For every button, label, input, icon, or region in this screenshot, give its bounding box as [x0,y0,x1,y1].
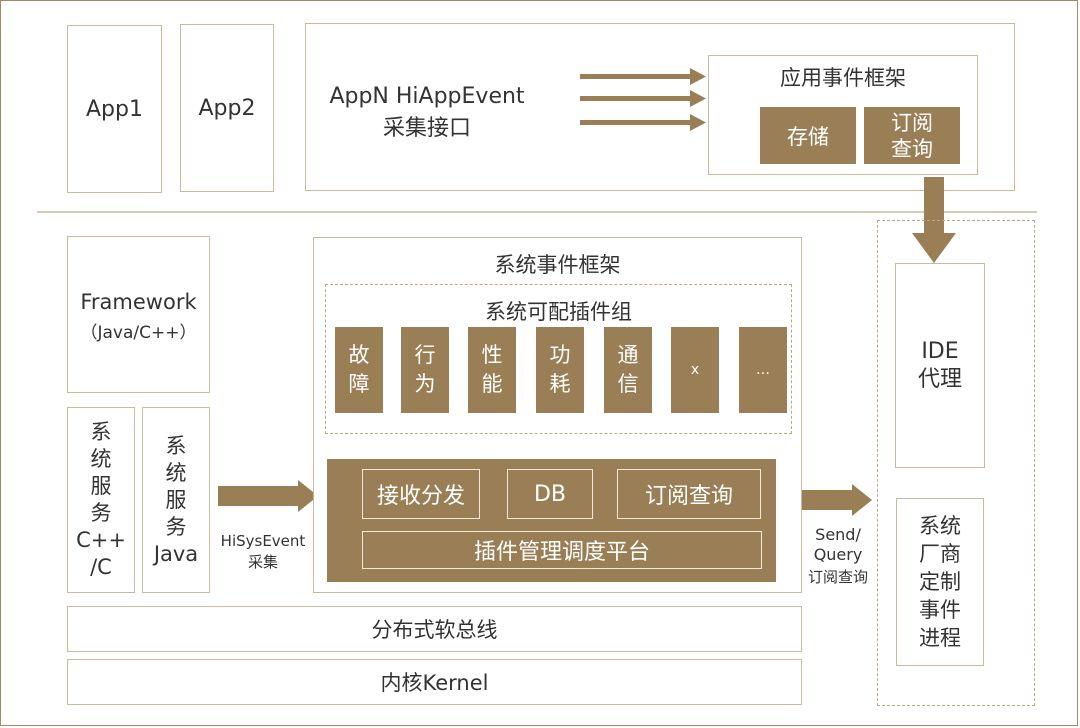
plugin-group-title: 系统可配插件组 [485,300,632,324]
system-service-cpp-label: 系 统 服 务 C++ /C [76,420,126,579]
ide-arrow-head [912,233,956,263]
arrow-head-2 [690,90,706,107]
receive-dispatch-label: 接收分发 [376,484,465,509]
kernel-label: 内核Kernel [380,671,489,695]
system-service-cpp-box: 系 统 服 务 C++ /C [67,407,135,593]
plugin-fault: 故 障 [335,327,383,413]
sys-subscribe-query-label: 订阅查询 [644,484,733,509]
system-service-java-box: 系 统 服 务 Java [142,407,210,593]
plugin-behavior: 行 为 [401,327,449,413]
send-query-line1: Send/ [815,525,861,544]
app2-label: App2 [198,95,256,121]
plugin-more-label: … [756,361,770,378]
plugin-x: x [671,327,719,413]
appn-label-line2: 采集接口 [382,116,471,141]
arrow-head-3 [690,114,706,131]
hisysevent-label-line2: 采集 [247,553,278,571]
hisysevent-arrow-head [298,480,318,512]
framework-box [67,236,210,393]
plugin-communication-label: 通 信 [617,343,639,396]
plugin-performance: 性 能 [468,327,516,413]
vendor-process-box: 系统 厂商 定制 事件 进程 [896,498,984,666]
framework-label-line2: （Java/C++） [80,323,197,343]
app-event-framework-title: 应用事件框架 [780,66,906,90]
app1-label: App1 [86,96,143,122]
system-event-framework-title: 系统事件框架 [494,253,621,277]
vendor-process-label: 系统 厂商 定制 事件 进程 [919,514,961,650]
system-service-java-label: 系 统 服 务 Java [153,433,199,566]
plugin-platform-block: 插件管理调度平台 [362,531,762,569]
arrow-head-1 [690,68,706,85]
send-query-line3: 订阅查询 [807,568,868,586]
ide-agent-label: IDE 代理 [917,338,962,392]
arrow-shaft-1 [580,74,690,79]
hisysevent-label-line1: HiSysEvent [220,532,306,550]
framework-label-line1: Framework [80,290,197,314]
plugin-fault-label: 故 障 [348,343,370,396]
plugin-more: … [739,327,787,413]
db-block: DB [507,469,593,519]
plugin-platform-panel [327,459,776,582]
right-column-box [877,220,1035,706]
soft-bus-box: 分布式软总线 [67,606,802,652]
arrow-shaft-2 [580,96,690,101]
plugin-behavior-label: 行 为 [414,343,436,396]
plugin-performance-label: 性 能 [481,343,503,396]
app-subscribe-query-label: 订阅 查询 [891,110,933,161]
storage-label: 存储 [787,124,829,149]
arrow-shaft-3 [580,120,690,125]
soft-bus-label: 分布式软总线 [371,618,498,642]
app-subscribe-query-block: 订阅 查询 [864,107,960,164]
storage-block: 存储 [760,107,856,164]
ide-agent-box: IDE 代理 [895,263,985,468]
plugin-platform-label: 插件管理调度平台 [473,540,650,565]
send-query-line2: Query [813,545,863,564]
plugin-communication: 通 信 [604,327,652,413]
send-arrow-head [852,484,872,516]
app2-box: App2 [180,24,274,192]
plugin-power-label: 功 耗 [549,343,571,396]
sys-subscribe-query-block: 订阅查询 [617,469,761,519]
plugin-group-box [325,284,792,434]
kernel-box: 内核Kernel [67,659,802,705]
db-label: DB [533,481,567,507]
hisysevent-arrow-shaft [218,486,300,506]
app1-box: App1 [67,25,162,193]
appn-label-line1: AppN HiAppEvent [329,84,525,109]
receive-dispatch-block: 接收分发 [362,469,480,519]
plugin-power: 功 耗 [536,327,584,413]
plugin-x-label: x [690,361,700,378]
